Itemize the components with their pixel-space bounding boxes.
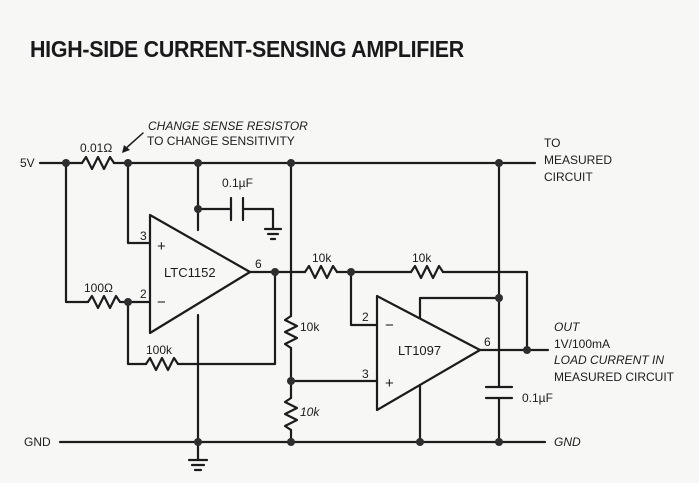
cap-top-label: 0.1µF: [222, 176, 253, 190]
ground-label-left: GND: [24, 435, 51, 449]
output-line1: OUT: [554, 320, 581, 334]
annotation-line2: TO CHANGE SENSITIVITY: [147, 134, 295, 148]
resistor-100-ohm-label: 100Ω: [84, 281, 113, 295]
sense-resistor: [80, 155, 116, 171]
ground-icon: [263, 227, 283, 241]
junction-dot: [62, 159, 70, 167]
junction-dot: [194, 205, 202, 213]
junction-dot: [347, 268, 355, 276]
amp2-plus-sign: +: [385, 375, 394, 392]
junction-dot: [271, 268, 279, 276]
resistor-divider-top-label: 10k: [300, 320, 320, 334]
junction-dot: [416, 438, 424, 446]
junction-dot: [287, 438, 295, 446]
resistor-divider-bottom: [283, 396, 299, 432]
arrow-icon: [122, 132, 144, 153]
to-circuit-line1: TO: [544, 136, 560, 150]
resistor-100k-label: 100k: [146, 343, 173, 357]
junction-dot: [495, 438, 503, 446]
resistor-feedback-label: 10k: [412, 251, 432, 265]
ground-label-right: GND: [554, 435, 581, 449]
amp-lt1097: [375, 294, 482, 412]
annotation-line1: CHANGE SENSE RESISTOR: [148, 119, 308, 133]
junction-dot: [287, 377, 295, 385]
resistor-divider-bottom-label: 10k: [300, 405, 320, 419]
junction-dot: [287, 159, 295, 167]
amp-ltc1152: [148, 213, 252, 335]
resistor-input-label: 10k: [312, 251, 332, 265]
junction-dot: [124, 298, 132, 306]
amp1-pin-out: 6: [255, 257, 262, 271]
page-title: HIGH-SIDE CURRENT-SENSING AMPLIFIER: [30, 36, 464, 62]
junction-dot: [495, 294, 503, 302]
cap-bottom-label: 0.1µF: [522, 391, 553, 405]
resistor-100k: [144, 356, 180, 372]
output-line2: 1V/100mA: [554, 337, 610, 351]
amp2-pin-plus: 3: [362, 367, 369, 381]
amp1-name: LTC1152: [164, 265, 216, 280]
junction-dot: [124, 159, 132, 167]
junction-dot: [194, 438, 202, 446]
amp1-minus-sign: −: [157, 294, 166, 311]
amp1-pin-minus: 2: [140, 287, 147, 301]
amp2-pin-out: 6: [484, 335, 491, 349]
resistor-input-10k: [303, 264, 339, 280]
supply-rail: [38, 155, 537, 171]
to-circuit-line3: CIRCUIT: [544, 170, 593, 184]
resistor-100-ohm: [86, 294, 122, 310]
amp1-pin-plus: 3: [140, 229, 147, 243]
resistor-feedback-10k: [409, 264, 445, 280]
resistor-divider-top: [283, 314, 299, 350]
amp2-minus-sign: −: [385, 317, 394, 334]
amp2-name: LT1097: [398, 343, 441, 358]
ground-icon: [187, 458, 209, 472]
supply-label: 5V: [20, 156, 35, 170]
junction-dot: [523, 346, 531, 354]
junction-dot: [495, 159, 503, 167]
sense-resistor-label: 0.01Ω: [80, 141, 112, 155]
junction-dot: [194, 159, 202, 167]
output-line3: LOAD CURRENT IN: [554, 353, 664, 367]
to-circuit-line2: MEASURED: [544, 153, 612, 167]
junction-dots: [62, 159, 531, 446]
amp1-plus-sign: +: [157, 238, 166, 255]
amp2-pin-minus: 2: [362, 310, 369, 324]
output-line4: MEASURED CIRCUIT: [554, 370, 675, 384]
